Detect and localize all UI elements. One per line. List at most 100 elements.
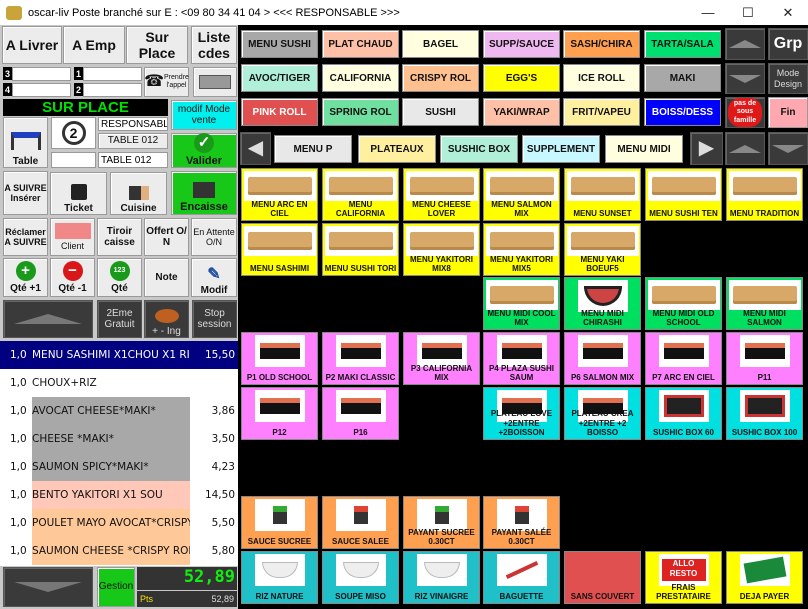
category-button[interactable]: ICE ROLL [563, 64, 640, 92]
product-button[interactable]: MENU SALMON MIX [483, 168, 560, 221]
product-button[interactable]: MENU MIDI CHIRASHI [564, 277, 641, 330]
category-button[interactable]: FRIT/VAPEU [563, 98, 640, 126]
category-button[interactable]: TARTA/SALA [644, 30, 721, 58]
product-button[interactable]: MENU CHEESE LOVER [403, 168, 480, 221]
product-button[interactable]: P4 PLAZA SUSHI SAUM [483, 332, 560, 385]
product-button[interactable]: MENU SASHIMI [241, 223, 318, 276]
category-up-button[interactable] [725, 28, 765, 60]
product-button[interactable]: P3 CALIFORNIA MIX [403, 332, 480, 385]
category-button[interactable]: YAKI/WRAP [483, 98, 560, 126]
product-button[interactable]: MENU SUNSET [564, 168, 641, 221]
category-button[interactable]: SUPP/SAUCE [483, 30, 560, 58]
product-button[interactable]: SAUCE SALEE [322, 496, 399, 549]
qte-plus-button[interactable]: + Qté +1 [3, 258, 48, 297]
grp-button[interactable]: Grp [768, 28, 808, 60]
product-button[interactable]: P2 MAKI CLASSIC [322, 332, 399, 385]
minimize-button[interactable]: — [701, 5, 715, 20]
en-attente-button[interactable]: En Attente O/N [191, 218, 237, 256]
valider-button[interactable]: ✓ Valider [171, 133, 237, 168]
covers-field[interactable] [51, 152, 96, 168]
category-button[interactable]: MAKI [644, 64, 721, 92]
fin-button[interactable]: Fin [768, 97, 808, 128]
keyboard-button[interactable] [193, 67, 237, 97]
product-button[interactable]: P1 OLD SCHOOL [241, 332, 318, 385]
asuivre-inserer-button[interactable]: A SUIVRE Insérer [3, 171, 48, 215]
maximize-button[interactable]: ☐ [742, 4, 754, 20]
stop-session-button[interactable]: Stop session [192, 300, 237, 338]
subcategory-next-button[interactable]: ▶ [690, 132, 723, 165]
product-button[interactable]: MENU MIDI SALMON [726, 277, 803, 330]
client-button[interactable]: Client [50, 218, 95, 256]
product-button[interactable]: SAUCE SUCREE [241, 496, 318, 549]
a-livrer-button[interactable]: A Livrer [2, 26, 62, 64]
scroll-down-button[interactable] [3, 567, 93, 607]
subcategory-tab[interactable]: MENU P [274, 135, 352, 163]
product-button[interactable]: PLATEAU LOVE +2ENTRE +2BOISSON [483, 387, 560, 440]
category-button[interactable]: SUSHI [402, 98, 479, 126]
covers-button[interactable]: 2 [51, 117, 96, 149]
prendre-appel-button[interactable]: ☎ Prendre l'appel [144, 67, 189, 97]
category-button[interactable]: BOISS/DESS [644, 98, 721, 126]
product-button[interactable]: MENU ARC EN CIEL [241, 168, 318, 221]
product-button[interactable]: MENU TRADITION [726, 168, 803, 221]
deuxieme-gratuit-button[interactable]: 2Eme Gratuit [97, 300, 142, 338]
category-button[interactable]: AVOC/TIGER [241, 64, 318, 92]
liste-commandes-button[interactable]: Liste cdes [191, 26, 237, 64]
table-field[interactable]: TABLE 012 [98, 152, 168, 168]
qte-button[interactable]: 123 Qté [97, 258, 142, 297]
product-button[interactable]: P16 [322, 387, 399, 440]
product-button[interactable]: PLATEAU CREA +2ENTRE +2 BOISSO [564, 387, 641, 440]
category-button[interactable]: CRISPY ROL [402, 64, 479, 92]
phone-line-2-field[interactable] [83, 83, 142, 97]
close-button[interactable]: ✕ [782, 4, 794, 20]
product-button[interactable]: RIZ NATURE [241, 551, 318, 604]
product-button[interactable]: P11 [726, 332, 803, 385]
product-button[interactable]: MENU CALIFORNIA [322, 168, 399, 221]
encaisse-button[interactable]: Encaisse [171, 171, 237, 215]
product-button[interactable]: MENU SUSHI TORI [322, 223, 399, 276]
subcategory-tab[interactable]: SUPPLEMENT [522, 135, 600, 163]
ticket-button[interactable]: Ticket [50, 172, 107, 215]
product-button[interactable]: SOUPE MISO [322, 551, 399, 604]
gestion-button[interactable]: Gestion [97, 567, 135, 607]
product-button[interactable]: MENU YAKITORI MIX8 [403, 223, 480, 276]
reclamer-asuivre-button[interactable]: Réclamer A SUIVRE [3, 218, 48, 256]
modif-button[interactable]: ✎ Modif [191, 258, 237, 297]
product-button[interactable]: SANS COUVERT [564, 551, 641, 604]
product-button[interactable]: P6 SALMON MIX [564, 332, 641, 385]
product-button[interactable]: MENU YAKI BOEUF5 [564, 223, 641, 276]
a-emporter-button[interactable]: A Emp [63, 26, 125, 64]
tiroir-caisse-button[interactable]: Tiroir caisse [97, 218, 142, 256]
product-button[interactable]: PAYANT SALÉE 0.30CT [483, 496, 560, 549]
table-button[interactable]: Table [3, 117, 48, 168]
product-button[interactable]: P12 [241, 387, 318, 440]
mode-design-button[interactable]: Mode Design [768, 63, 808, 94]
product-button[interactable]: MENU SUSHI TEN [645, 168, 722, 221]
category-button[interactable]: CALIFORNIA [322, 64, 399, 92]
product-button[interactable]: RIZ VINAIGRE [403, 551, 480, 604]
offert-button[interactable]: Offert O/ N [144, 218, 189, 256]
product-button[interactable]: MENU MIDI OLD SCHOOL [645, 277, 722, 330]
product-button[interactable]: BAGUETTE [483, 551, 560, 604]
qte-minus-button[interactable]: − Qté -1 [50, 258, 95, 297]
cuisine-button[interactable]: Cuisine [110, 172, 167, 215]
category-button[interactable]: PINK ROLL [241, 98, 318, 126]
product-button[interactable]: SUSHIC BOX 100 [726, 387, 803, 440]
category-down-button[interactable] [725, 63, 765, 94]
phone-line-3-field[interactable] [12, 67, 71, 81]
product-button[interactable]: P7 ARC EN CIEL [645, 332, 722, 385]
category-button[interactable]: MENU SUSHI [241, 30, 318, 58]
product-button[interactable]: MENU YAKITORI MIX5 [483, 223, 560, 276]
product-button[interactable]: DEJA PAYER [726, 551, 803, 604]
note-button[interactable]: Note [144, 258, 189, 297]
